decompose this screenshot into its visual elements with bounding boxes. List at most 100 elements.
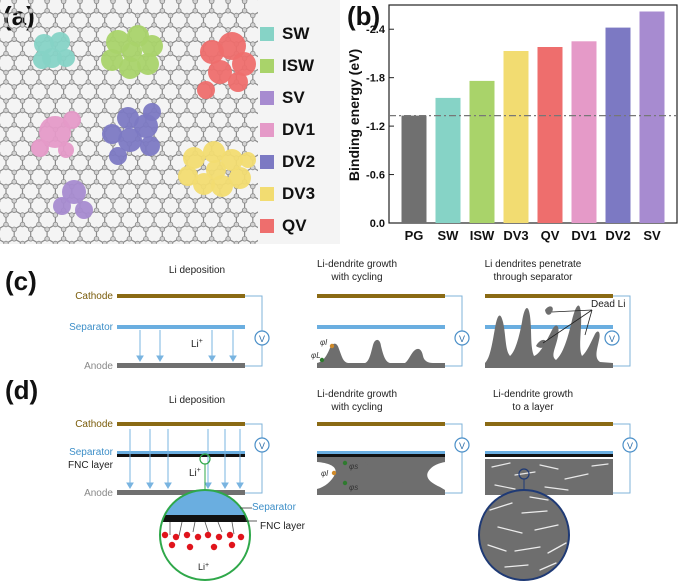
carbon-atom <box>200 98 207 104</box>
carbon-atom <box>159 226 165 232</box>
carbon-atom <box>110 8 116 14</box>
carbon-atom <box>93 112 100 118</box>
li-ion-label: Li+ <box>189 467 201 479</box>
carbon-atom <box>159 55 165 61</box>
carbon-atom <box>184 136 190 142</box>
li-ion-dot <box>210 543 218 551</box>
li-ion-dot <box>183 531 191 539</box>
cathode-bar <box>117 422 245 426</box>
carbon-atom <box>167 155 174 161</box>
carbon-atom <box>250 98 256 104</box>
carbon-atom <box>159 198 165 204</box>
carbon-atom <box>85 69 91 76</box>
carbon-atom <box>60 236 67 242</box>
carbon-atom <box>69 136 75 142</box>
carbon-atom <box>52 107 59 114</box>
carbon-atom <box>217 126 223 133</box>
carbon-atom <box>118 12 124 19</box>
carbon-atom <box>69 69 75 76</box>
voltmeter-icon <box>604 330 620 346</box>
voltmeter-icon <box>454 437 470 453</box>
carbon-atom <box>143 198 149 204</box>
carbon-atom <box>60 93 67 99</box>
cathode-bar <box>317 294 445 298</box>
carbon-atom <box>110 198 116 204</box>
nucleation-point <box>342 460 348 466</box>
anode-label: Anode <box>84 361 113 372</box>
carbon-atom <box>200 22 207 28</box>
carbon-atom <box>167 126 174 133</box>
carbon-atom <box>159 141 165 147</box>
carbon-atom <box>250 183 256 190</box>
voltmeter-icon <box>254 330 270 346</box>
panel-d-diagram: Li deposition Li-dendrite growth with cy… <box>68 389 638 581</box>
carbon-atom <box>101 69 108 76</box>
defect-dv2-region <box>102 103 161 165</box>
carbon-atom <box>36 164 42 171</box>
carbon-atom <box>208 226 215 232</box>
carbon-atom <box>44 27 50 33</box>
carbon-atom <box>200 240 207 244</box>
li-ion-dot <box>237 533 245 541</box>
panel-d-label: (d) <box>5 375 39 405</box>
li-ion-dot <box>168 541 176 549</box>
carbon-atom <box>11 27 17 33</box>
carbon-atom <box>200 69 207 76</box>
carbon-atom <box>118 212 124 218</box>
carbon-atom <box>233 98 240 104</box>
carbon-atom <box>52 22 59 28</box>
carbon-atom <box>192 226 198 232</box>
legend-swatch <box>260 91 274 105</box>
carbon-atom <box>233 12 240 19</box>
carbon-atom <box>3 136 9 142</box>
carbon-atom <box>184 12 190 19</box>
carbon-atom <box>126 207 133 213</box>
panel-c-label: (c) <box>5 266 37 296</box>
carbon-atom <box>233 126 240 133</box>
carbon-atom <box>217 12 223 19</box>
nucleation-point <box>329 343 335 349</box>
carbon-atom <box>241 8 248 14</box>
carbon-atom <box>192 207 198 213</box>
carbon-atom <box>28 236 34 242</box>
carbon-atom <box>241 122 248 128</box>
fnc-layer-bar <box>117 454 245 457</box>
carbon-atom <box>217 221 223 228</box>
carbon-atom <box>110 207 116 213</box>
x-tick-label: DV3 <box>503 228 528 243</box>
carbon-atom <box>192 141 198 147</box>
carbon-atom <box>200 164 207 171</box>
carbon-atom <box>101 183 108 190</box>
carbon-atom <box>101 164 108 171</box>
carbon-atom <box>192 0 198 4</box>
bar-sw <box>435 97 461 223</box>
carbon-atom <box>19 221 26 228</box>
carbon-atom <box>192 27 198 33</box>
carbon-atom <box>167 136 174 142</box>
carbon-atom <box>151 221 157 228</box>
zoom-inset-dense-li <box>478 489 570 581</box>
carbon-atom <box>85 50 91 57</box>
fnc-label: FNC layer <box>68 460 114 471</box>
carbon-atom <box>143 0 149 4</box>
carbon-atom <box>11 8 17 14</box>
carbon-atom <box>192 65 198 71</box>
anode-label: Anode <box>84 488 113 499</box>
carbon-atom <box>52 183 59 190</box>
carbon-atom <box>151 22 157 28</box>
dead-li-label: Dead Li <box>591 299 625 310</box>
carbon-atom <box>151 240 157 244</box>
dendrite-growth <box>317 339 445 368</box>
bar-dv2 <box>605 27 631 223</box>
carbon-atom <box>250 12 256 19</box>
carbon-atom <box>3 212 9 218</box>
carbon-atom <box>217 136 223 142</box>
carbon-atom <box>93 150 100 156</box>
carbon-atom <box>69 221 75 228</box>
carbon-atom <box>36 12 42 19</box>
carbon-atom <box>151 212 157 218</box>
carbon-atom <box>143 84 149 90</box>
carbon-atom <box>200 126 207 133</box>
carbon-atom <box>36 212 42 218</box>
li-ion-dot <box>161 531 169 539</box>
